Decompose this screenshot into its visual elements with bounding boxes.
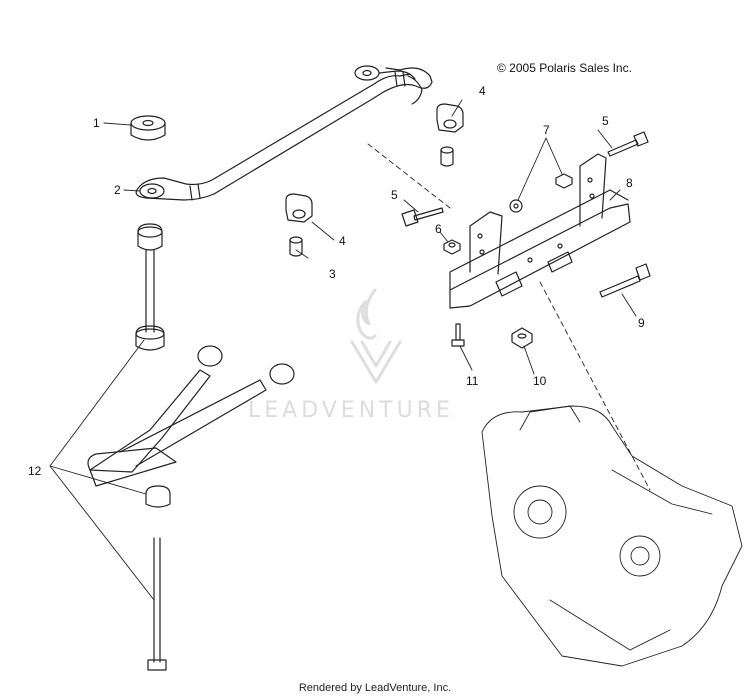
callout-9[interactable]: 9: [638, 316, 645, 330]
nut-part-6: [443, 239, 461, 255]
link-assembly-part-12: [135, 223, 171, 671]
bolt-part-9: [599, 263, 651, 298]
callout-3[interactable]: 3: [329, 267, 336, 281]
watermark-logo-icon: [350, 288, 402, 384]
a-arm: [87, 345, 295, 487]
bolt-part-5-lower: [401, 207, 444, 227]
callout-10[interactable]: 10: [533, 374, 547, 388]
bolt-part-11: [451, 323, 465, 347]
clamp-part-4-upper: [436, 103, 464, 167]
callout-8[interactable]: 8: [626, 176, 633, 190]
callout-4-lower[interactable]: 4: [339, 234, 346, 248]
copyright-notice: © 2005 Polaris Sales Inc.: [497, 61, 632, 75]
callout-6[interactable]: 6: [435, 222, 442, 236]
callout-11[interactable]: 11: [466, 374, 479, 388]
callout-4-upper[interactable]: 4: [479, 84, 486, 98]
footer-credit: Rendered by LeadVenture, Inc.: [298, 682, 452, 694]
callout-12[interactable]: 12: [28, 464, 42, 478]
engine-assembly: [481, 405, 743, 667]
callout-7[interactable]: 7: [543, 123, 550, 137]
callout-5-lower[interactable]: 5: [391, 188, 398, 202]
bolt-part-5-upper: [607, 131, 649, 157]
bracket-part-8: [449, 153, 631, 309]
clamp-part-4-lower: [285, 193, 313, 257]
bushing-part-1: [130, 115, 166, 141]
washer-part-7: [509, 199, 523, 213]
nut-part-7: [555, 173, 573, 189]
nut-part-10: [511, 327, 533, 349]
watermark-text: LEADVENTURE: [248, 398, 454, 423]
callout-5-upper[interactable]: 5: [602, 114, 609, 128]
leader-lines: [49, 99, 651, 601]
stabilizer-bar-part-2: [135, 65, 433, 201]
callout-2[interactable]: 2: [114, 183, 121, 197]
callout-1[interactable]: 1: [93, 116, 100, 130]
